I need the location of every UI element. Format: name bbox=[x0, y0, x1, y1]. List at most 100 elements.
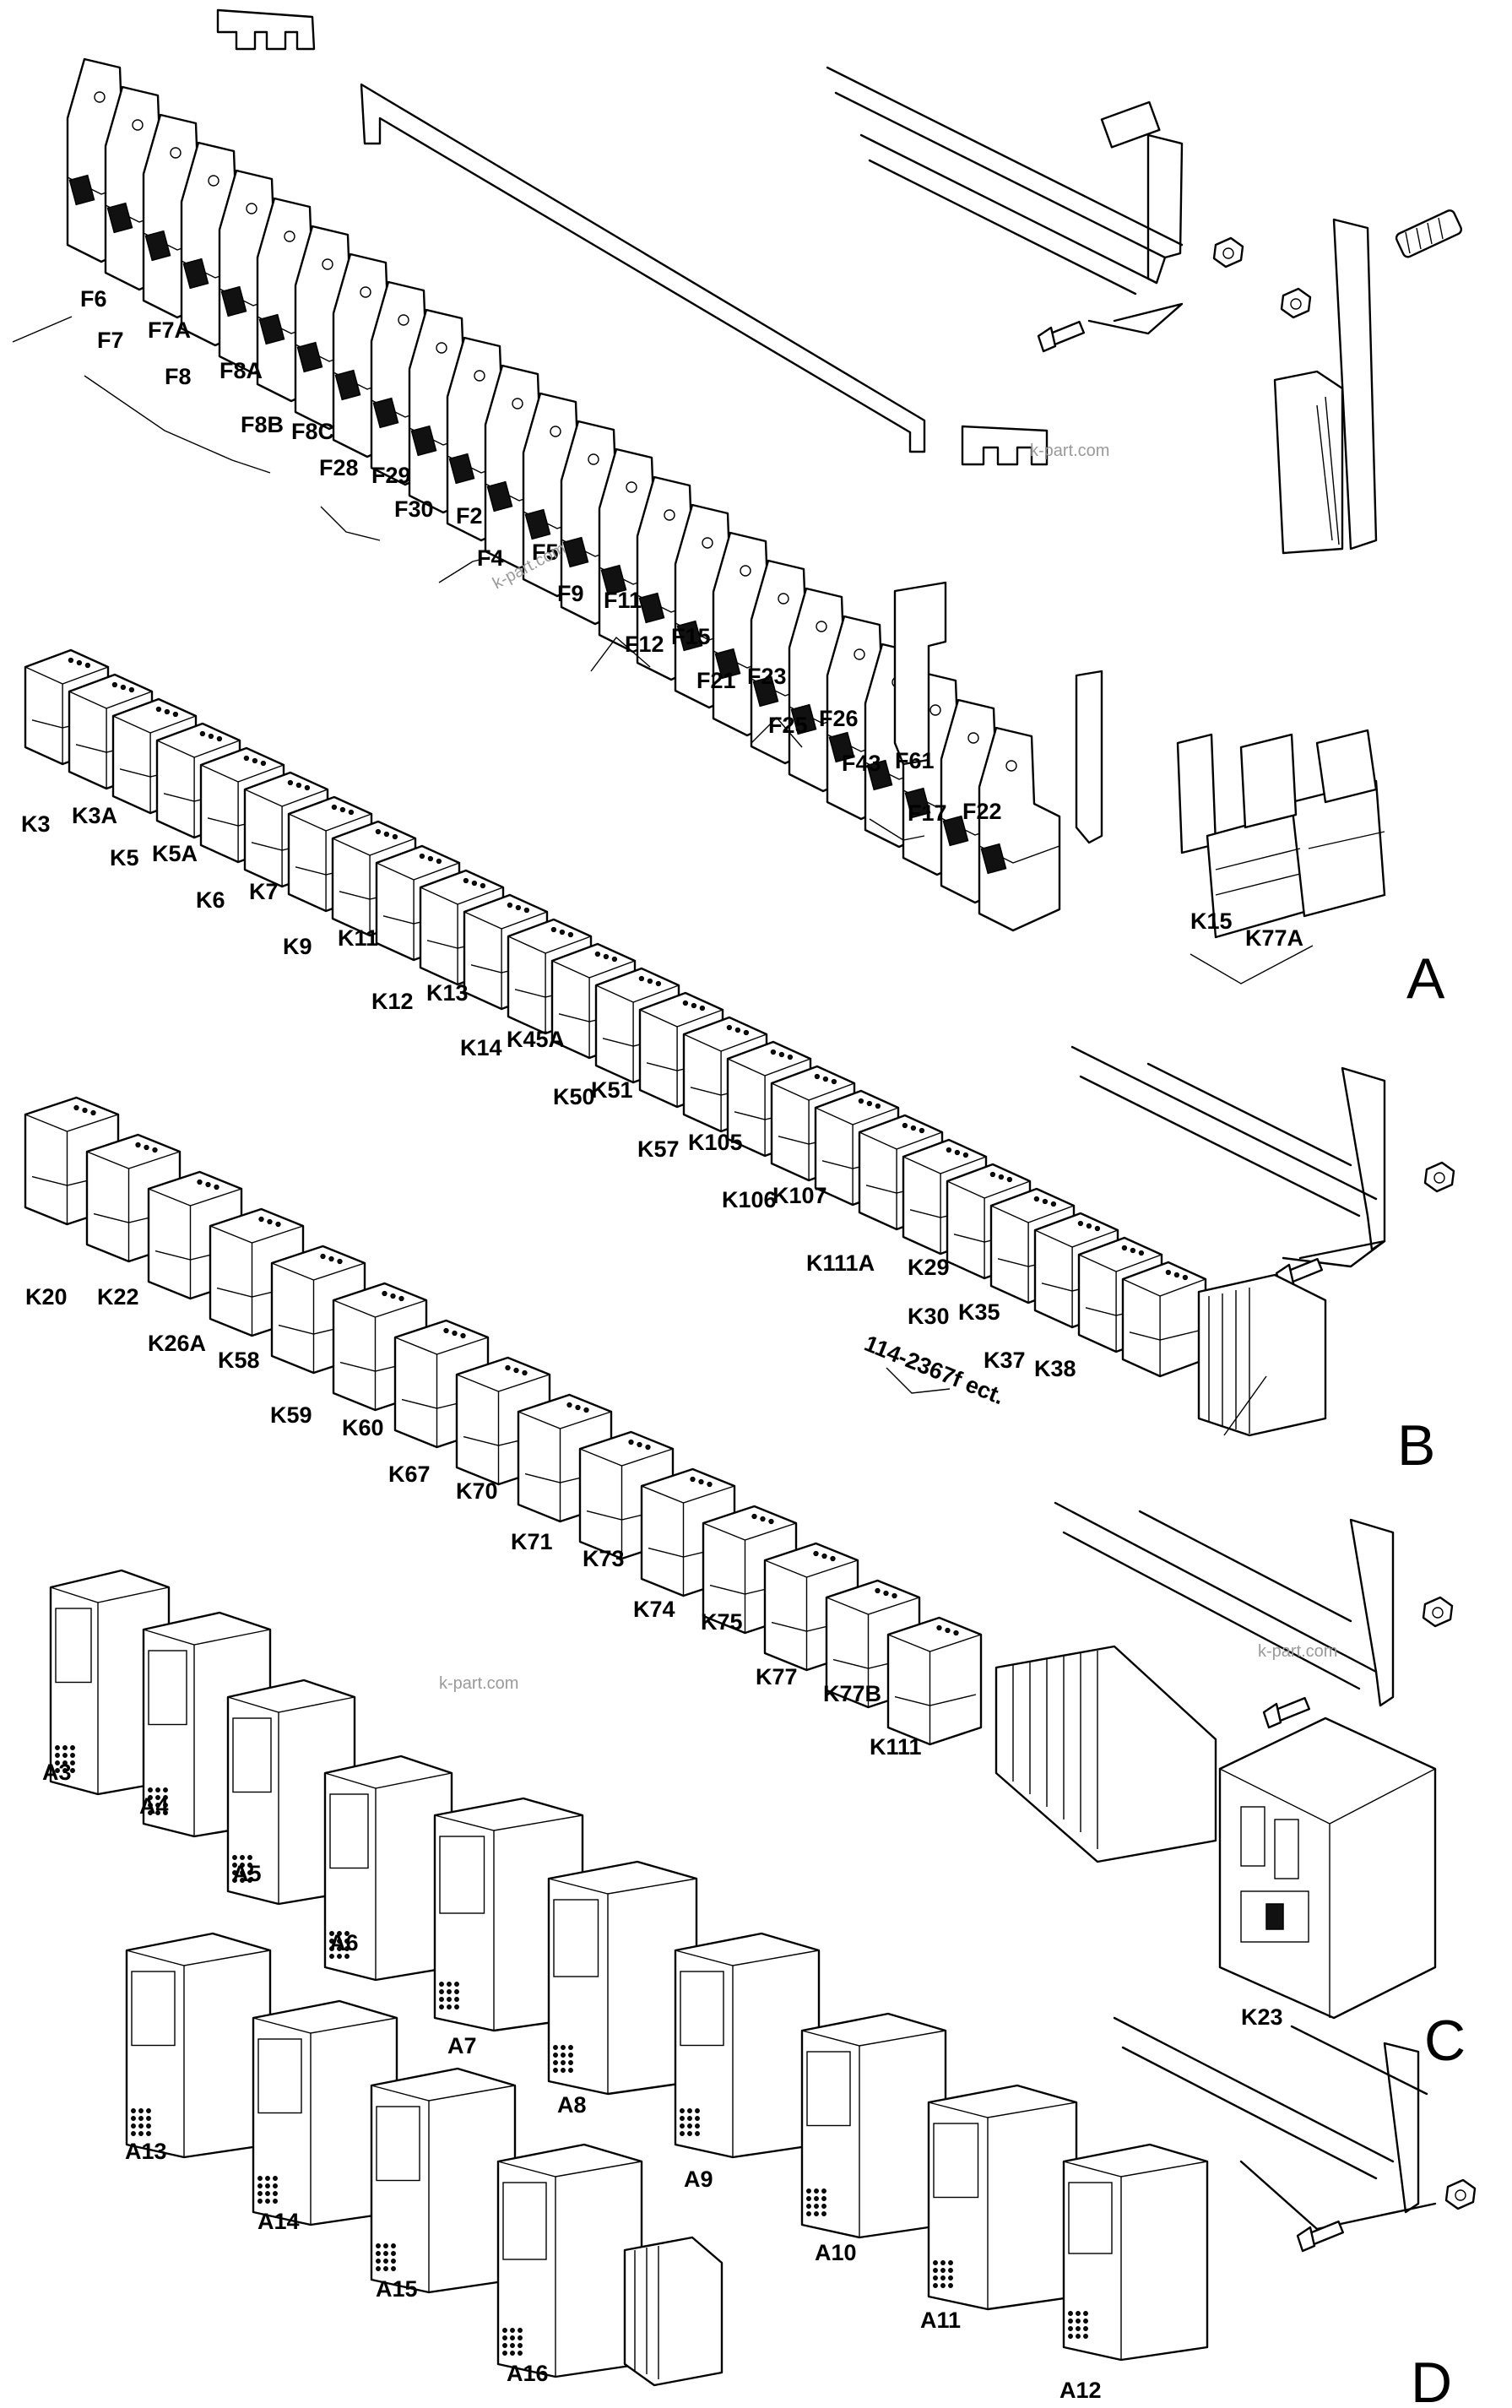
section-label-c: C bbox=[1424, 2009, 1466, 2073]
module-label: A15 bbox=[376, 2276, 418, 2302]
relay-label: K74 bbox=[633, 1597, 675, 1622]
contactor-label: K23 bbox=[1241, 2004, 1283, 2030]
module-label: A14 bbox=[257, 2209, 300, 2234]
fuse-label: F5 bbox=[532, 540, 559, 565]
fuse-label: F23 bbox=[747, 664, 787, 689]
relay-label: K51 bbox=[591, 1077, 633, 1103]
fuse-label: F17 bbox=[908, 800, 947, 826]
electronic-module bbox=[323, 1754, 453, 1982]
bolt bbox=[1037, 320, 1086, 353]
electronic-module bbox=[1062, 2143, 1209, 2362]
relay-label: K38 bbox=[1034, 1356, 1076, 1381]
fuse-label: F21 bbox=[696, 668, 736, 693]
module-label: A7 bbox=[447, 2033, 477, 2058]
relay-label: K29 bbox=[908, 1255, 950, 1280]
electronic-module bbox=[496, 2143, 643, 2378]
module-label: A11 bbox=[920, 2308, 961, 2333]
relay-label: K12 bbox=[371, 989, 414, 1014]
relay-label: K15 bbox=[1190, 908, 1233, 934]
module-label: A10 bbox=[815, 2240, 857, 2265]
fuse-label: F30 bbox=[394, 496, 434, 522]
module-label: A12 bbox=[1059, 2378, 1102, 2403]
relay-label: K6 bbox=[196, 887, 225, 913]
relay-block bbox=[1121, 1261, 1207, 1378]
module-label: A9 bbox=[684, 2167, 713, 2192]
fuse-label: F61 bbox=[895, 748, 935, 773]
electronic-module bbox=[433, 1797, 584, 2032]
fuse-row bbox=[66, 57, 1061, 932]
relay-label: K77 bbox=[756, 1664, 798, 1689]
relay-label: K45A bbox=[507, 1027, 565, 1052]
relay-label: K3A bbox=[72, 803, 117, 828]
electronic-module bbox=[927, 2084, 1078, 2311]
electronic-module bbox=[370, 2067, 517, 2294]
relay-label: K111A bbox=[806, 1250, 875, 1276]
relay-label: K106 bbox=[722, 1187, 777, 1212]
fuse-label: F7A bbox=[148, 317, 191, 343]
din-rail-d bbox=[623, 2016, 1477, 2387]
nut bbox=[1280, 287, 1312, 319]
watermark: k-part.com bbox=[439, 1674, 518, 1693]
relay-block bbox=[886, 1616, 983, 1746]
module-label: A3 bbox=[42, 1760, 72, 1785]
relay-row-a bbox=[24, 648, 1207, 1378]
electronic-module bbox=[547, 1860, 698, 2096]
din-rail-b bbox=[1070, 1045, 1455, 1437]
module-label: A4 bbox=[139, 1793, 169, 1819]
nut bbox=[1212, 236, 1244, 268]
fuse-label: F12 bbox=[625, 632, 664, 657]
electronic-module bbox=[800, 2012, 947, 2239]
watermark: k-part.com bbox=[1030, 442, 1109, 460]
relay-label: K77A bbox=[1245, 925, 1303, 951]
fuse-label: F7 bbox=[97, 328, 124, 353]
relay-label: K71 bbox=[511, 1529, 553, 1554]
relay-label: K58 bbox=[218, 1348, 260, 1373]
bolt bbox=[1296, 2220, 1345, 2253]
fuse-label: F15 bbox=[671, 624, 711, 649]
leader-lines bbox=[12, 316, 1314, 1436]
terminal-block-stack bbox=[623, 2236, 723, 2387]
section-label-b: B bbox=[1397, 1413, 1435, 1478]
relay-label: K3 bbox=[21, 811, 51, 837]
fuse-label: F8 bbox=[165, 364, 192, 389]
relay-label: K73 bbox=[583, 1546, 625, 1571]
nut bbox=[1422, 1596, 1454, 1628]
relay-label: K50 bbox=[553, 1084, 595, 1109]
electronic-module bbox=[125, 1932, 272, 2159]
fuse-block bbox=[978, 726, 1061, 932]
vertical-bracket bbox=[1273, 218, 1378, 555]
relay-label: K11 bbox=[338, 925, 378, 951]
relay-label: K30 bbox=[908, 1304, 950, 1329]
electronic-module bbox=[674, 1932, 821, 2159]
fuse-label: F6 bbox=[80, 286, 107, 312]
din-rail-c bbox=[994, 1501, 1454, 2020]
fuse-label: F8B bbox=[241, 412, 284, 437]
relay-label: K5A bbox=[152, 841, 198, 866]
relay-label: K7 bbox=[249, 879, 279, 904]
fuse-label: F22 bbox=[962, 799, 1002, 824]
relay-label: K77B bbox=[823, 1681, 881, 1706]
relay-label: K13 bbox=[426, 980, 469, 1006]
relay-label: K20 bbox=[25, 1284, 68, 1310]
relay-label: K57 bbox=[637, 1136, 680, 1162]
relay-label: K22 bbox=[97, 1284, 139, 1310]
fuse-label: F8C bbox=[291, 419, 334, 444]
fuse-end-cap bbox=[893, 581, 1103, 844]
nut bbox=[1423, 1161, 1455, 1193]
relay-label: K67 bbox=[388, 1462, 431, 1487]
contactor-k23 bbox=[1218, 1717, 1437, 2020]
side-relay-group bbox=[1176, 729, 1386, 939]
stud bbox=[1395, 209, 1463, 258]
relay-label: K35 bbox=[958, 1299, 1000, 1325]
bolt bbox=[1262, 1696, 1311, 1729]
relay-label: K105 bbox=[688, 1130, 743, 1155]
module-row bbox=[49, 1569, 1209, 2378]
relay-label: K14 bbox=[460, 1035, 502, 1060]
module-label: A16 bbox=[507, 2361, 549, 2386]
relay-label: K26A bbox=[148, 1331, 206, 1356]
fuse-label: F9 bbox=[557, 581, 584, 606]
section-label-d: D bbox=[1411, 2351, 1452, 2408]
fuse-label: F26 bbox=[819, 706, 859, 731]
